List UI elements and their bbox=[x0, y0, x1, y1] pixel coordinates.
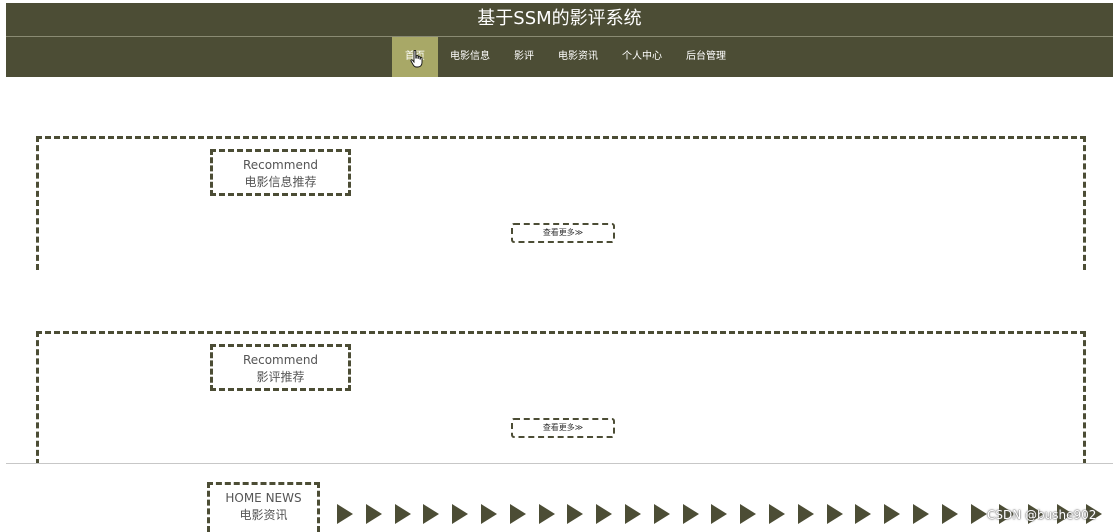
play-arrow-icon bbox=[1056, 504, 1073, 524]
play-arrow-icon bbox=[999, 504, 1016, 524]
nav-item-user-center[interactable]: 个人中心 bbox=[622, 51, 662, 62]
play-arrow-icon bbox=[567, 504, 584, 524]
play-arrow-icon bbox=[884, 504, 901, 524]
nav-item-movie-info[interactable]: 电影信息 bbox=[450, 51, 490, 62]
play-arrow-icon bbox=[740, 504, 757, 524]
play-arrow-icon bbox=[768, 504, 785, 524]
nav-item-reviews[interactable]: 影评 bbox=[514, 51, 534, 62]
section-title-box: Recommend 影评推荐 bbox=[210, 344, 351, 391]
play-arrow-icon bbox=[480, 504, 497, 524]
site-title: 基于SSM的影评系统 bbox=[477, 8, 642, 29]
section-title-en: Recommend bbox=[242, 158, 319, 172]
play-arrow-icon bbox=[337, 504, 353, 524]
play-arrow-icon bbox=[423, 504, 440, 524]
movie-recommend-section: Recommend 电影信息推荐 查看更多≫ bbox=[36, 136, 1086, 270]
nav-item-movie-news[interactable]: 电影资讯 bbox=[558, 51, 598, 62]
play-arrow-icon bbox=[653, 504, 670, 524]
section-title-cn: 影评推荐 bbox=[256, 370, 305, 384]
section-title-box: Recommend 电影信息推荐 bbox=[210, 149, 351, 196]
play-arrow-icon bbox=[365, 504, 382, 524]
play-arrow-icon bbox=[1085, 504, 1102, 524]
play-arrow-icon bbox=[596, 504, 613, 524]
play-arrow-icon bbox=[941, 504, 958, 524]
header-divider bbox=[6, 36, 1113, 37]
play-arrow-icon bbox=[1028, 504, 1045, 524]
site-header: 基于SSM的影评系统 首页 电影信息 影评 电影资讯 个人中心 后台管理 bbox=[6, 3, 1113, 77]
play-arrow-icon bbox=[538, 504, 555, 524]
news-title-en: HOME NEWS bbox=[225, 491, 302, 505]
home-news-bar: HOME NEWS 电影资讯 bbox=[6, 463, 1115, 532]
section-title-en: Recommend bbox=[242, 353, 319, 367]
nav-item-admin[interactable]: 后台管理 bbox=[686, 51, 726, 62]
play-arrow-icon bbox=[826, 504, 843, 524]
news-arrow-row bbox=[337, 504, 1115, 524]
section-title-cn: 电影信息推荐 bbox=[244, 175, 317, 189]
view-more-button[interactable]: 查看更多≫ bbox=[511, 223, 615, 243]
play-arrow-icon bbox=[394, 504, 411, 524]
play-arrow-icon bbox=[509, 504, 526, 524]
news-title-box: HOME NEWS 电影资讯 bbox=[207, 482, 320, 532]
play-arrow-icon bbox=[711, 504, 728, 524]
play-arrow-icon bbox=[682, 504, 699, 524]
csdn-watermark: CSDN @bushe902 bbox=[987, 508, 1097, 522]
play-arrow-icon bbox=[797, 504, 814, 524]
play-arrow-icon bbox=[624, 504, 641, 524]
main-nav: 首页 电影信息 影评 电影资讯 个人中心 后台管理 bbox=[392, 37, 738, 77]
view-more-button[interactable]: 查看更多≫ bbox=[511, 418, 615, 438]
play-arrow-icon bbox=[970, 504, 987, 524]
review-recommend-section: Recommend 影评推荐 查看更多≫ bbox=[36, 331, 1086, 465]
news-title-cn: 电影资讯 bbox=[239, 508, 288, 522]
play-arrow-icon bbox=[452, 504, 469, 524]
play-arrow-icon bbox=[912, 504, 929, 524]
hand-cursor-icon bbox=[410, 50, 423, 68]
play-arrow-icon bbox=[855, 504, 872, 524]
